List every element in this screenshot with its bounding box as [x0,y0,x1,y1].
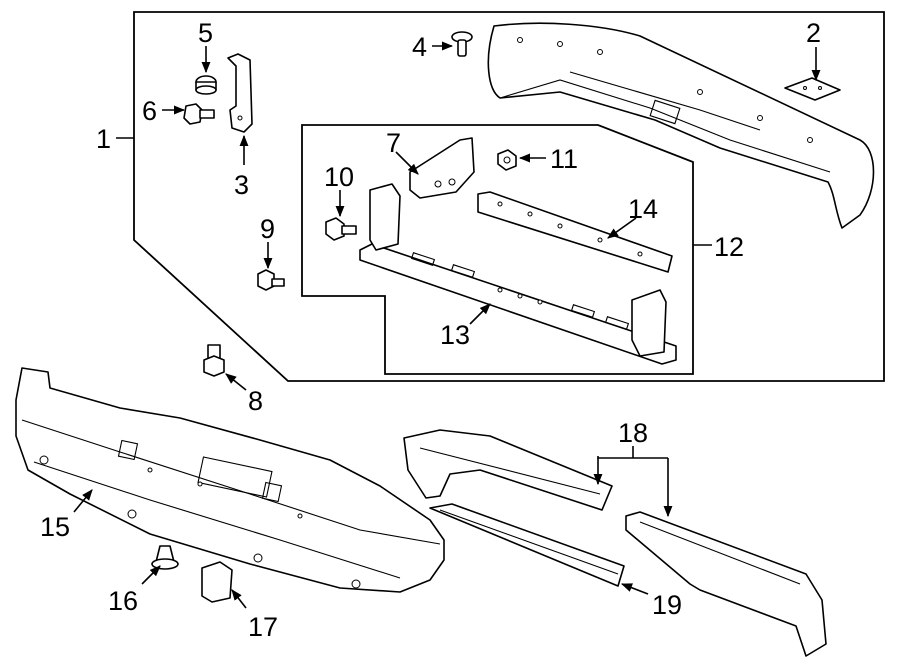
upper-bumper-face-bar [487,22,875,229]
callout-6: 6 [142,96,157,126]
callout-1: 1 [96,124,111,154]
bolt-fastener [183,103,215,125]
callout-12: 12 [714,232,744,262]
callout-19: 19 [652,590,682,620]
callout-16: 16 [108,586,138,616]
callout-9: 9 [260,214,275,244]
leader-15 [73,489,93,513]
callout-13: 13 [440,320,470,350]
callout-15: 15 [40,512,70,542]
callout-8: 8 [248,386,263,416]
leader-7 [395,151,419,175]
leader-17 [231,589,247,609]
reinforcement-bar [477,191,673,273]
callout-4: 4 [412,32,427,62]
impact-bar [359,183,677,365]
mounting-bracket [227,53,253,133]
bolt-fastener-10 [325,217,357,241]
assembly-1-frame [133,11,885,382]
leader-13 [469,303,491,325]
nut-fastener [195,75,217,95]
callout-17: 17 [248,612,278,642]
spacer-block [201,561,233,603]
bumper-end-cap-left [403,429,613,511]
callout-11: 11 [550,144,578,174]
callout-2: 2 [806,18,821,48]
callout-3: 3 [234,170,249,200]
bolt-fastener-9 [257,269,285,291]
callout-14: 14 [628,194,658,224]
bumper-end-cap-right [625,511,827,657]
step-pad-plate [784,77,841,101]
nut-fastener-11 [497,149,517,171]
leader-8 [225,373,247,391]
trim-strip [429,503,625,587]
lower-bumper-face-bar [15,367,445,593]
callout-5: 5 [198,18,213,48]
support-bracket [409,137,475,199]
callout-10: 10 [324,162,354,192]
bolt-fastener-8 [203,344,225,377]
callout-7: 7 [386,128,401,158]
push-pin-fastener [451,31,473,57]
subassembly-12-frame [301,124,694,375]
push-clip [151,545,179,570]
callout-18: 18 [618,418,648,448]
leader-19 [620,583,649,595]
leader-14 [607,217,637,239]
leader-16 [141,565,161,585]
